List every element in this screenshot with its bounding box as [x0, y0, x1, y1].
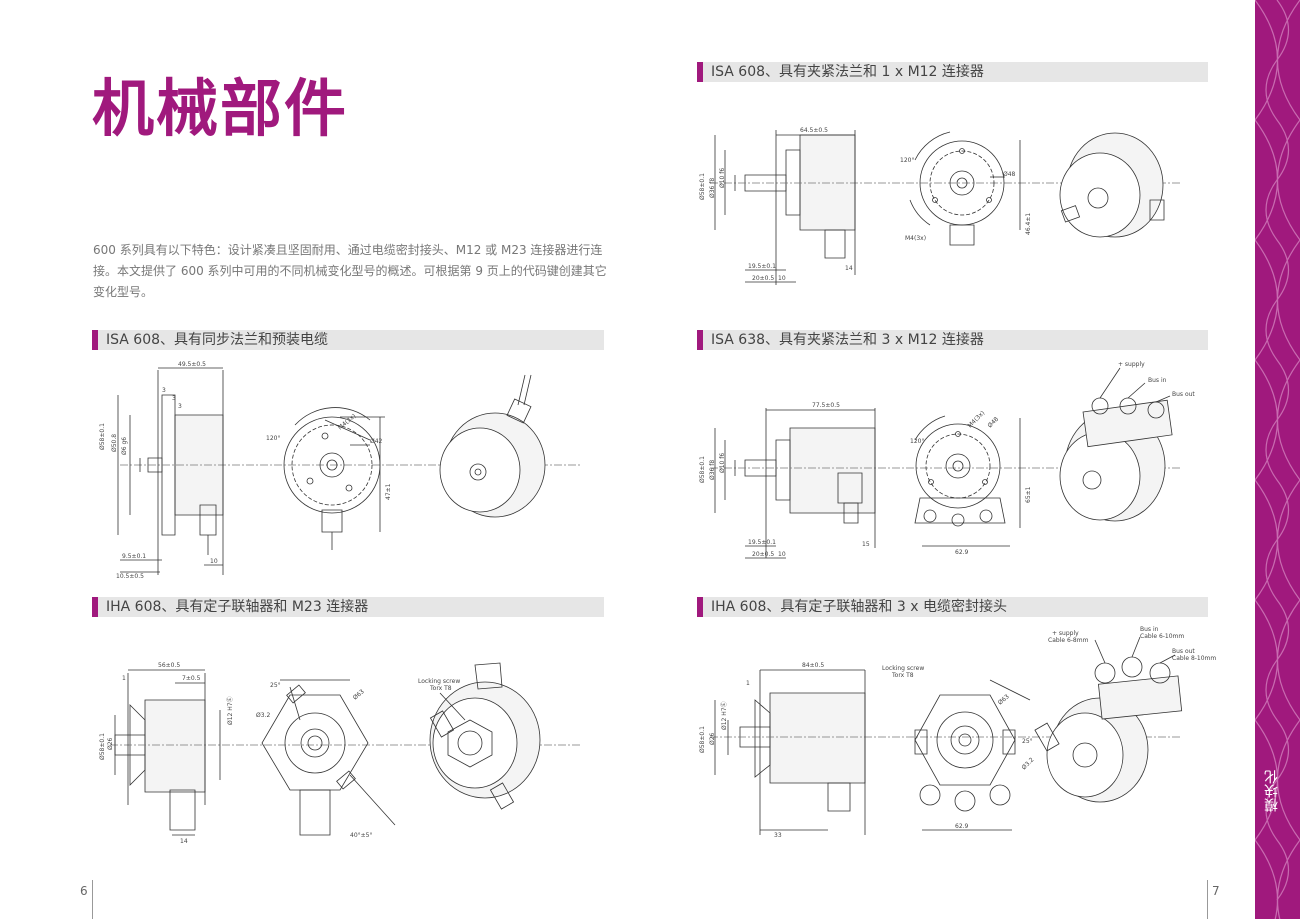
section-heading-iha608-glands: IHA 608、具有定子联轴器和 3 x 电缆密封接头 — [697, 597, 1208, 617]
dim-label: Bus in — [1148, 377, 1167, 384]
dim-label: Ø58±0.1 — [699, 456, 706, 483]
intro-paragraph: 600 系列具有以下特色：设计紧凑且坚固耐用、通过电缆密封接头、M12 或 M2… — [93, 243, 607, 299]
dim-label: 65±1 — [1025, 486, 1032, 503]
dim-label: 1 — [746, 680, 750, 687]
dim-label: Ø42 — [370, 438, 383, 445]
section-heading-isa608-clamp: ISA 608、具有夹紧法兰和 1 x M12 连接器 — [697, 62, 1208, 82]
dim-label: Ø12 H7Ⓔ — [720, 701, 728, 730]
dim-label: 15 — [862, 541, 870, 548]
dim-label: 10 — [778, 551, 786, 558]
dim-label: Ø58±0.1 — [699, 726, 706, 753]
dim-label: 84±0.5 — [802, 662, 824, 669]
dim-label: + supply — [1118, 361, 1145, 368]
dim-label: 9.5±0.1 — [122, 553, 146, 560]
dim-label: Ø3.2 — [1020, 756, 1035, 771]
dim-label: 33 — [774, 832, 782, 839]
dim-label: Ø48 — [986, 416, 1000, 430]
dim-label: M4(3x) — [966, 410, 986, 430]
dim-label: Cable 6-8mm — [1048, 637, 1089, 644]
dim-label: 120° — [910, 438, 924, 445]
dim-label: 10 — [778, 275, 786, 282]
dim-label: Bus out — [1172, 648, 1195, 655]
drawing-iha608-glands: 84±0.5 1 Ø58±0.1 Ø26 Ø12 H7Ⓔ 33 Locking … — [699, 626, 1216, 839]
folio-divider-left — [92, 880, 93, 919]
folio-divider-right — [1207, 880, 1208, 919]
dim-label: Ø12 H7Ⓔ — [226, 696, 234, 725]
page-title: 机械部件 — [92, 72, 349, 145]
drawing-iha608-m23: 56±0.5 1 7±0.5 Ø58±0.1 Ø26 Ø12 H7Ⓔ 14 25… — [99, 662, 600, 845]
dim-label: + supply — [1052, 630, 1079, 637]
dim-label: 62.9 — [955, 823, 969, 830]
dim-label: 14 — [180, 838, 188, 845]
section-heading-iha608-m23: IHA 608、具有定子联轴器和 M23 连接器 — [92, 597, 604, 617]
dim-label: Ø63 — [352, 688, 366, 701]
dim-label: Ø63 — [997, 693, 1011, 706]
dim-label: Bus in — [1140, 626, 1159, 633]
dim-label: Ø48 — [1003, 171, 1016, 178]
dim-label: 77.5±0.5 — [812, 402, 840, 409]
dim-label: 3 — [162, 387, 166, 394]
dim-label: Ø6 g6 — [121, 437, 128, 455]
drawing-isa608-sync: 49.5±0.5 3 3 3 Ø58±0.1 Ø50.8 Ø6 g6 9.5±0… — [99, 361, 600, 580]
dim-label: Bus out — [1172, 391, 1195, 398]
drawing-isa608-clamp: 64.5±0.5 Ø58±0.1 Ø36 f8 Ø10 f6 19.5±0.1 … — [699, 127, 1200, 290]
dim-label: Ø50.8 — [111, 434, 118, 452]
dim-label: Ø58±0.1 — [699, 173, 706, 200]
dim-label: Ø36 f8 — [709, 178, 716, 198]
dim-label: 56±0.5 — [158, 662, 180, 669]
drawing-isa638-clamp: 77.5±0.5 Ø58±0.1 Ø36 f8 Ø10 f6 19.5±0.1 … — [699, 361, 1195, 568]
dim-label: 14 — [845, 265, 853, 272]
page-number-right: 7 — [1212, 884, 1220, 898]
dim-label: Ø58±0.1 — [99, 423, 106, 450]
dim-label: Locking screw — [882, 665, 924, 672]
section-heading-isa638-clamp: ISA 638、具有夹紧法兰和 3 x M12 连接器 — [697, 330, 1208, 350]
dim-label: 7±0.5 — [182, 675, 201, 682]
dim-label: 20±0.5 — [752, 275, 774, 282]
page-number-left: 6 — [80, 884, 88, 898]
section-heading-isa608-sync: ISA 608、具有同步法兰和预装电缆 — [92, 330, 604, 350]
dim-label: Cable 6-10mm — [1140, 633, 1184, 640]
dim-label: Ø58±0.1 — [99, 733, 106, 760]
dim-label: 10 — [210, 558, 218, 565]
dim-label: 19.5±0.1 — [748, 263, 776, 270]
dim-label: M4(3x) — [905, 235, 926, 242]
dim-label: Ø26 — [709, 732, 716, 745]
dim-label: 64.5±0.5 — [800, 127, 828, 134]
dim-label: 47±1 — [385, 483, 392, 500]
dim-label: Torx T8 — [429, 685, 452, 692]
dim-label: 120° — [266, 435, 280, 442]
dim-label: 20±0.5 — [752, 551, 774, 558]
dim-label: 3 — [178, 403, 182, 410]
dim-label: Torx T8 — [891, 672, 914, 679]
dim-label: 19.5±0.1 — [748, 539, 776, 546]
dim-label: 46.4±1 — [1025, 213, 1032, 235]
dim-label: Ø36 f8 — [709, 460, 716, 480]
dim-label: Ø10 f6 — [719, 453, 726, 473]
dim-label: 25° — [1022, 738, 1033, 745]
dim-label: Cable 8-10mm — [1172, 655, 1216, 662]
dim-label: Ø26 — [107, 737, 114, 750]
dim-label: 3 — [172, 395, 176, 402]
decorative-pattern — [1255, 0, 1300, 919]
dim-label: Ø10 f6 — [719, 168, 726, 188]
dim-label: Locking screw — [418, 678, 460, 685]
dim-label: 1 — [122, 675, 126, 682]
side-tab-label: 模块化 — [1264, 770, 1280, 812]
dim-label: Ø3.2 — [256, 712, 270, 719]
dim-label: 120° — [900, 157, 914, 164]
dim-label: 40°±5° — [350, 832, 372, 839]
dim-label: 25° — [270, 682, 281, 689]
dim-label: 10.5±0.5 — [116, 573, 144, 580]
side-tab — [1255, 0, 1300, 919]
dim-label: 62.9 — [955, 549, 969, 556]
dim-label: 49.5±0.5 — [178, 361, 206, 368]
